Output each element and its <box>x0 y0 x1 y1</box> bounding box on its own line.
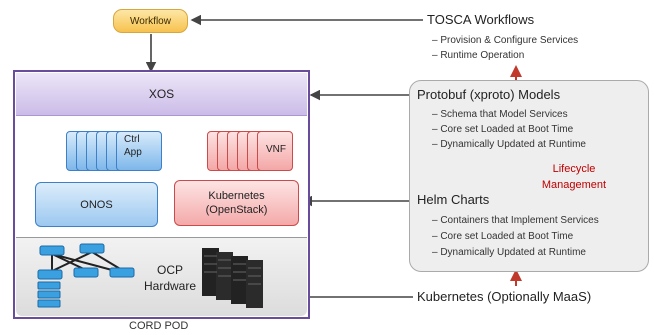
helm-item: – Core set Loaded at Boot Time <box>432 231 574 242</box>
onos-label: ONOS <box>80 198 113 211</box>
cord-pod-label: CORD POD <box>129 320 189 332</box>
kubernetes-openstack-box: Kubernetes (OpenStack) <box>174 180 299 226</box>
xos-label: XOS <box>148 87 175 101</box>
protobuf-item: – Schema that Model Services <box>432 109 568 120</box>
kubernetes-label: Kubernetes <box>208 190 265 202</box>
tosca-item: – Runtime Operation <box>432 50 525 61</box>
openstack-label: (OpenStack) <box>205 204 268 216</box>
models-panel <box>409 80 649 272</box>
onos-box: ONOS <box>35 182 158 227</box>
protobuf-item: – Core set Loaded at Boot Time <box>432 124 574 135</box>
tosca-item: – Provision & Configure Services <box>432 35 579 46</box>
workflow-box: Workflow <box>113 9 188 33</box>
server-racks-icon <box>202 248 263 308</box>
network-switches-icon <box>37 243 135 308</box>
ocp-hardware-label: OCP Hardware <box>143 263 197 293</box>
kubernetes-maas-label: Kubernetes (Optionally MaaS) <box>417 289 592 304</box>
protobuf-title: Protobuf (xproto) Models <box>417 87 561 102</box>
vnf-label: VNF <box>266 144 286 155</box>
helm-title: Helm Charts <box>417 192 490 207</box>
workflow-label: Workflow <box>130 15 171 27</box>
tosca-title: TOSCA Workflows <box>427 12 535 27</box>
protobuf-item: – Dynamically Updated at Runtime <box>432 139 586 150</box>
vnf-card <box>257 131 293 171</box>
helm-item: – Containers that Implement Services <box>432 215 599 226</box>
lifecycle-management-label: Lifecycle Management <box>541 163 607 191</box>
ctrl-app-card <box>116 131 162 171</box>
xos-bar: XOS <box>16 73 307 116</box>
ctrl-app-label: Ctrl App <box>124 134 142 158</box>
helm-item: – Dynamically Updated at Runtime <box>432 247 586 258</box>
